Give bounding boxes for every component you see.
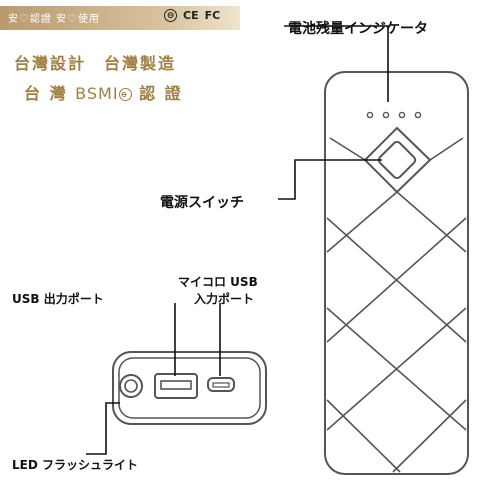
micro-usb-label-line2: 入力ポート (194, 292, 255, 306)
taiwan-design-made-text: 台灣設計 台灣製造 (14, 54, 177, 73)
battery-indicator-label: 電池残量インジケータ (288, 21, 428, 37)
power-button-diamond (363, 126, 432, 194)
leader-lines (86, 25, 389, 455)
bsmi-mark: ⊖ (164, 9, 177, 22)
taiwan-bsmi-certified-text: 台 灣 BSMI⊖ 認 證 (24, 84, 183, 103)
led-flashlight (119, 374, 143, 398)
bsmi-circle-icon: ⊖ (118, 88, 132, 101)
leader-power-switch (278, 159, 382, 200)
heart-icon: ♡ (67, 12, 78, 25)
micro-usb-label-line1: マイコロ USB (178, 275, 258, 289)
led-flashlight-label: LED フラッシュライト (12, 458, 138, 472)
power-switch-label: 電源スイッチ (160, 195, 244, 211)
usb-output-port (154, 373, 198, 399)
certification-banner (0, 6, 240, 30)
ce-mark: CE (183, 9, 199, 22)
battery-indicator-leds (366, 111, 422, 119)
power-bank-body (324, 71, 469, 475)
fcc-mark: FC (204, 9, 221, 22)
leader-led-flashlight (86, 402, 120, 455)
micro-usb-port (207, 377, 235, 392)
heart-icon: ♡ (19, 12, 30, 25)
diamond-pattern (326, 137, 467, 473)
leader-battery-indicator (284, 25, 389, 102)
certification-marks: ⊖ CE FC (164, 9, 220, 22)
usb-output-label: USB 出力ポート (12, 292, 104, 306)
safety-certified-text: 安♡認證 安♡使用 (8, 12, 100, 25)
